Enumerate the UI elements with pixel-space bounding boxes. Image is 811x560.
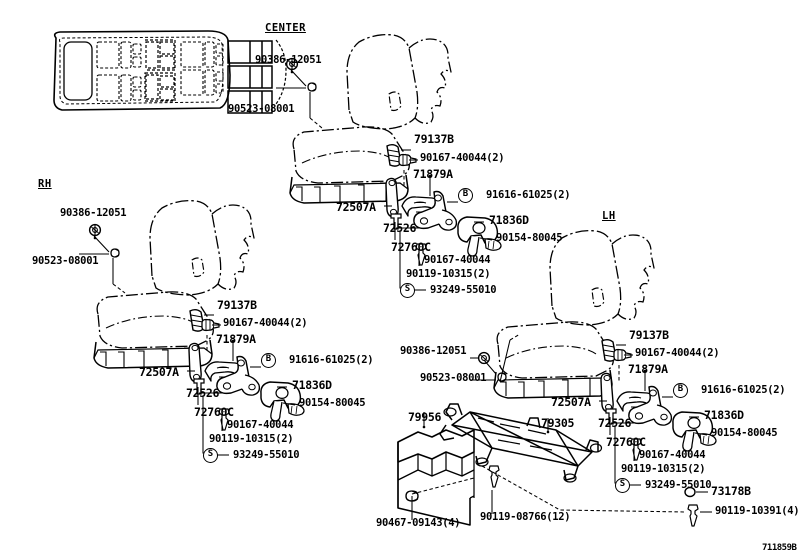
part-label-72760C-rh[interactable]: 72760C bbox=[194, 405, 234, 419]
part-label-90167-40044-2-rh[interactable]: 90167-40044(2) bbox=[223, 317, 308, 329]
part-label-72760C-center[interactable]: 72760C bbox=[391, 240, 431, 254]
part-label-90119-10315-2-rh[interactable]: 90119-10315(2) bbox=[209, 433, 294, 445]
part-label-90167-40044-2-lh[interactable]: 90167-40044(2) bbox=[635, 347, 720, 359]
part-label-79137B-rh[interactable]: 79137B bbox=[217, 298, 257, 312]
part-label-90167-40044-center[interactable]: 90167-40044 bbox=[424, 254, 491, 266]
sheet-id: 711859B bbox=[762, 543, 797, 553]
part-label-79137B-center[interactable]: 79137B bbox=[414, 132, 454, 146]
part-label-91616-61025-2-center[interactable]: 91616-61025(2) bbox=[486, 189, 571, 201]
part-label-91616-61025-2-rh[interactable]: 91616-61025(2) bbox=[289, 354, 374, 366]
part-label-90386-12051-lh[interactable]: 90386-12051 bbox=[400, 345, 467, 357]
part-label-93249-55010-lh[interactable]: 93249-55010 bbox=[645, 479, 712, 491]
section-header-center: CENTER bbox=[265, 22, 306, 34]
part-label-72760C-lh[interactable]: 72760C bbox=[606, 435, 646, 449]
part-label-90154-80045-rh[interactable]: 90154-80045 bbox=[299, 397, 366, 409]
floorplan-graphic bbox=[53, 30, 287, 114]
part-label-79305[interactable]: 79305 bbox=[541, 416, 575, 430]
part-label-90523-08001-lh[interactable]: 90523-08001 bbox=[420, 372, 487, 384]
part-label-71879A-lh[interactable]: 71879A bbox=[628, 362, 668, 376]
part-label-90523-08001-center[interactable]: 90523-08001 bbox=[228, 103, 295, 115]
part-label-90154-80045-lh[interactable]: 90154-80045 bbox=[711, 427, 778, 439]
part-label-90119-10391-4[interactable]: 90119-10391(4) bbox=[715, 505, 800, 517]
part-label-90386-12051-rh[interactable]: 90386-12051 bbox=[60, 207, 127, 219]
part-label-72526-lh[interactable]: 72526 bbox=[598, 416, 632, 430]
part-label-90119-08766-12[interactable]: 90119-08766(12) bbox=[480, 511, 571, 523]
mark-b-lh: B bbox=[673, 383, 688, 398]
part-label-72507A-lh[interactable]: 72507A bbox=[551, 395, 591, 409]
part-label-90119-10315-2-center[interactable]: 90119-10315(2) bbox=[406, 268, 491, 280]
part-label-79956[interactable]: 79956 bbox=[408, 410, 442, 424]
part-label-90167-40044-rh[interactable]: 90167-40044 bbox=[227, 419, 294, 431]
lh-seat-graphic bbox=[470, 229, 717, 486]
part-label-71836D-lh[interactable]: 71836D bbox=[704, 408, 744, 422]
part-label-72526-center[interactable]: 72526 bbox=[383, 221, 417, 235]
part-label-72507A-center[interactable]: 72507A bbox=[336, 200, 376, 214]
part-label-71879A-rh[interactable]: 71879A bbox=[216, 332, 256, 346]
section-header-lh: LH bbox=[602, 210, 616, 222]
part-label-72526-rh[interactable]: 72526 bbox=[186, 386, 220, 400]
mark-s-center: S bbox=[400, 283, 415, 298]
part-label-90386-12051-center[interactable]: 90386-12051 bbox=[255, 54, 322, 66]
part-label-90119-10315-2-lh[interactable]: 90119-10315(2) bbox=[621, 463, 706, 475]
section-header-rh: RH bbox=[38, 178, 52, 190]
part-label-93249-55010-center[interactable]: 93249-55010 bbox=[430, 284, 497, 296]
part-label-73178B[interactable]: 73178B bbox=[711, 484, 751, 498]
part-label-93249-55010-rh[interactable]: 93249-55010 bbox=[233, 449, 300, 461]
part-label-91616-61025-2-lh[interactable]: 91616-61025(2) bbox=[701, 384, 786, 396]
part-label-71879A-center[interactable]: 71879A bbox=[413, 167, 453, 181]
center-seat-graphic bbox=[276, 33, 502, 291]
mark-b-center: B bbox=[458, 188, 473, 203]
frame-assembly-graphic bbox=[397, 403, 712, 527]
part-label-90167-40044-lh[interactable]: 90167-40044 bbox=[639, 449, 706, 461]
part-label-90523-08001-rh[interactable]: 90523-08001 bbox=[32, 255, 99, 267]
part-label-71836D-center[interactable]: 71836D bbox=[489, 213, 529, 227]
part-label-90167-40044-2-center[interactable]: 90167-40044(2) bbox=[420, 152, 505, 164]
part-label-90154-80045-center[interactable]: 90154-80045 bbox=[496, 232, 563, 244]
part-label-72507A-rh[interactable]: 72507A bbox=[139, 365, 179, 379]
part-label-71836D-rh[interactable]: 71836D bbox=[292, 378, 332, 392]
mark-b-rh: B bbox=[261, 353, 276, 368]
mark-s-rh: S bbox=[203, 448, 218, 463]
mark-s-lh: S bbox=[615, 478, 630, 493]
part-label-90467-09143-4[interactable]: 90467-09143(4) bbox=[376, 517, 461, 529]
part-label-79137B-lh[interactable]: 79137B bbox=[629, 328, 669, 342]
